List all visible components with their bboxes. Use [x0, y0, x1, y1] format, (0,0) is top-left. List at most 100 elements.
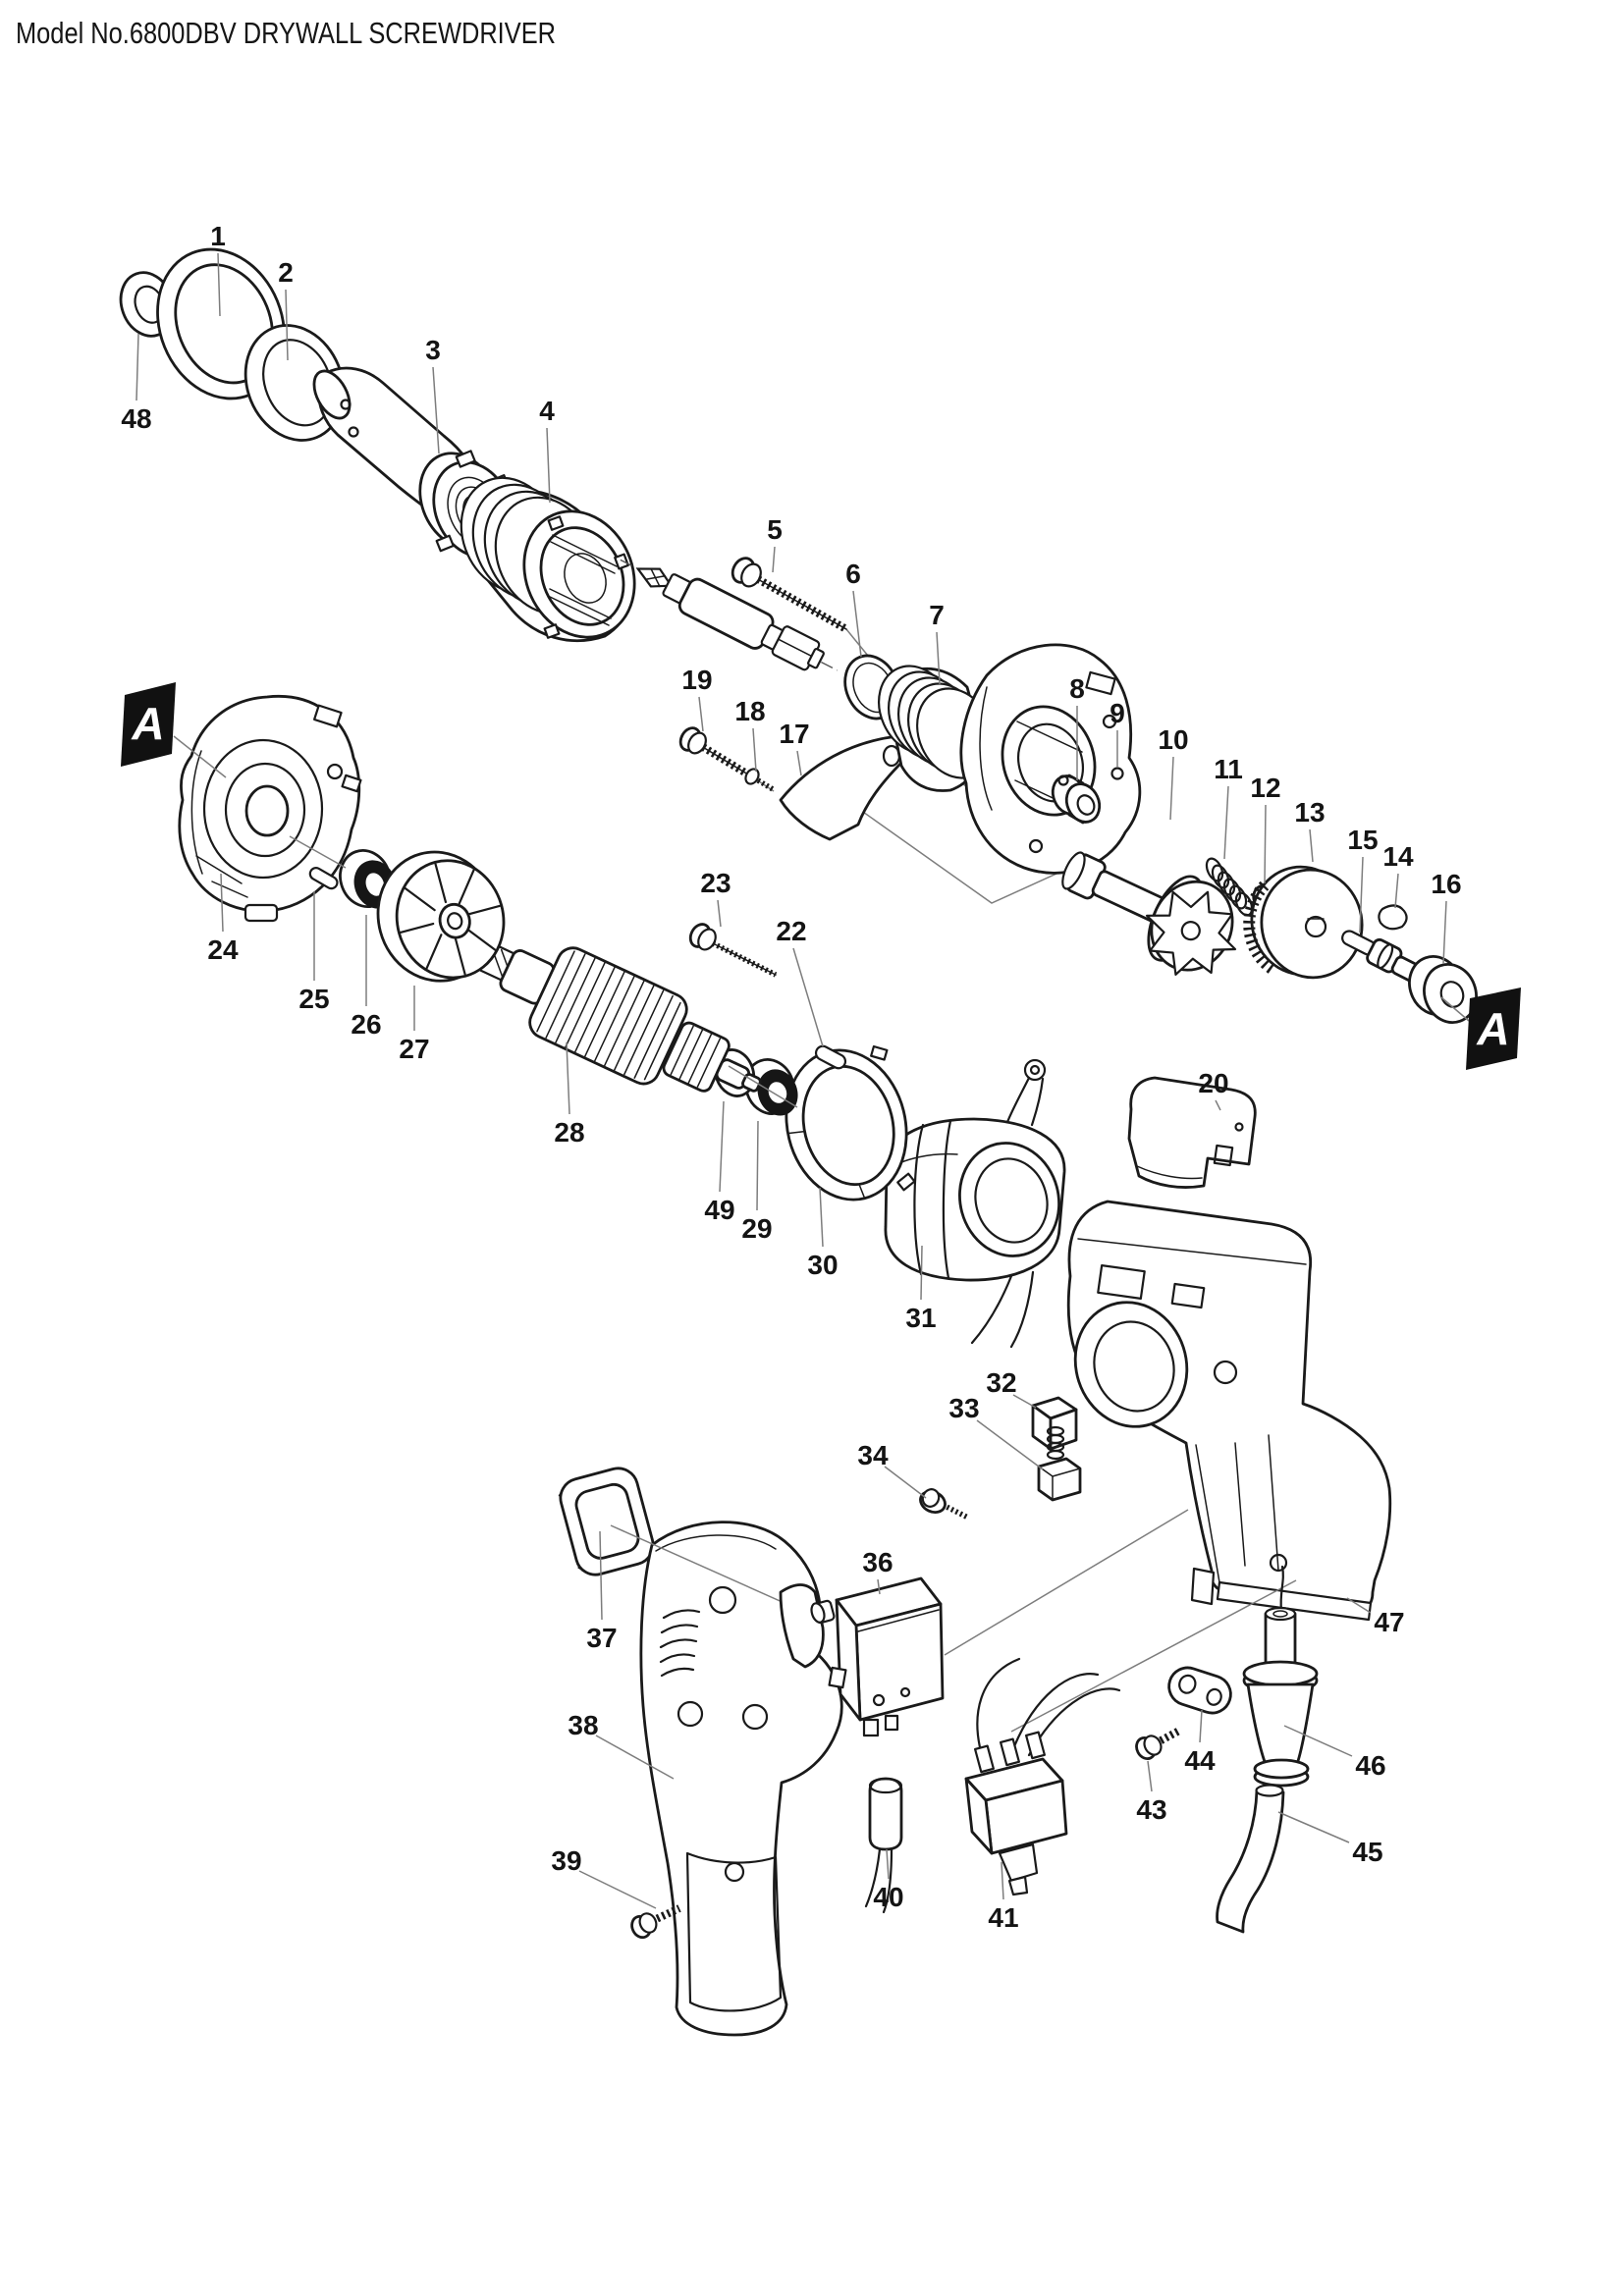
- part-label-22: 22: [776, 916, 806, 946]
- part-drawing-25-pin: [308, 867, 339, 890]
- part-drawing-24-bearing-box: [178, 694, 362, 923]
- part-label-37: 37: [586, 1623, 617, 1653]
- part-drawing-23-screw: [688, 923, 778, 978]
- part-label-31: 31: [905, 1303, 936, 1333]
- part-label-10: 10: [1158, 724, 1188, 755]
- leader-line-14: [1394, 873, 1399, 909]
- leader-line-39: [578, 1870, 657, 1909]
- part-drawing-15-shaft: [1341, 930, 1425, 985]
- leader-line-43: [1147, 1760, 1153, 1792]
- part-drawing-13-gear: [1243, 865, 1364, 980]
- leader-line-24: [220, 873, 224, 933]
- part-label-16: 16: [1431, 869, 1461, 899]
- part-label-20: 20: [1198, 1068, 1228, 1098]
- leader-line-11: [1223, 785, 1229, 860]
- leader-line-16: [1442, 900, 1447, 965]
- part-drawing-37-deflector: [558, 1467, 655, 1576]
- section-marker-letter: A: [131, 698, 164, 749]
- part-label-3: 3: [425, 335, 441, 365]
- part-drawing-44-cord-clamp: [1167, 1666, 1232, 1715]
- part-label-1: 1: [210, 221, 226, 251]
- leader-line-3: [432, 366, 440, 454]
- part-drawing-45-cord: [1216, 1784, 1285, 1934]
- part-drawing-19-screw: [678, 726, 751, 778]
- leader-line-36: [877, 1578, 881, 1595]
- part-drawing-30-baffle-ring: [785, 1044, 916, 1201]
- part-drawing-14-key: [1378, 904, 1408, 931]
- part-label-25: 25: [298, 984, 329, 1014]
- leader-line-17: [796, 750, 802, 776]
- part-drawing-33-carbon-brush: [1037, 1425, 1082, 1502]
- part-label-15: 15: [1347, 825, 1378, 855]
- part-label-39: 39: [551, 1845, 581, 1876]
- assembly-diagonals: [610, 1509, 1297, 1733]
- part-drawing-46-cord-guard: [1242, 1565, 1319, 1788]
- part-label-30: 30: [807, 1250, 838, 1280]
- leader-line-29: [756, 1120, 759, 1211]
- leader-line-22: [792, 947, 824, 1047]
- part-drawing-18-screw: [744, 768, 775, 792]
- leader-line-23: [717, 899, 722, 928]
- part-label-48: 48: [121, 403, 151, 434]
- part-label-19: 19: [681, 665, 712, 695]
- leader-line-13: [1309, 828, 1314, 863]
- leader-line-6: [852, 590, 862, 658]
- leader-line-2: [285, 289, 289, 361]
- part-label-23: 23: [700, 868, 731, 898]
- part-label-49: 49: [704, 1195, 734, 1225]
- leader-line-18: [752, 727, 757, 773]
- leader-line-5: [772, 546, 776, 573]
- part-drawing-8-bushing: [1051, 774, 1102, 825]
- part-label-43: 43: [1136, 1794, 1166, 1825]
- leader-line-32: [1012, 1394, 1037, 1409]
- part-drawing-11-spring: [1205, 857, 1254, 917]
- leader-line-30: [819, 1187, 824, 1248]
- part-drawing-32-brush-holder: [1031, 1396, 1078, 1451]
- part-label-46: 46: [1355, 1750, 1385, 1781]
- part-label-34: 34: [857, 1440, 889, 1470]
- part-label-36: 36: [862, 1547, 893, 1577]
- part-label-38: 38: [568, 1710, 598, 1740]
- part-drawing-16-bearing: [1408, 955, 1478, 1024]
- part-drawing-28-armature: [477, 942, 762, 1093]
- leader-line-4: [546, 427, 551, 504]
- section-marker-a-left: A: [121, 682, 227, 778]
- part-label-5: 5: [767, 514, 783, 545]
- label-leader-lines: [135, 252, 1447, 1909]
- leader-line-44: [1199, 1709, 1203, 1743]
- leader-line-20: [1215, 1099, 1221, 1111]
- part-drawing-43-screw: [1135, 1727, 1181, 1760]
- part-label-2: 2: [278, 257, 294, 288]
- part-label-17: 17: [779, 719, 809, 749]
- leader-line-37: [599, 1530, 603, 1621]
- part-drawing-20-cover: [1127, 1076, 1257, 1189]
- part-drawing-41-terminal-block: [964, 1657, 1121, 1896]
- part-drawing-10-spindle: [1061, 851, 1237, 976]
- part-label-33: 33: [948, 1393, 979, 1423]
- part-drawing-36-switch: [779, 1576, 945, 1737]
- part-drawing-22-pin: [814, 1044, 847, 1070]
- leader-line-7: [936, 631, 941, 685]
- part-label-12: 12: [1250, 773, 1280, 803]
- leader-line-31: [920, 1245, 923, 1301]
- leader-line-1: [217, 252, 221, 317]
- leader-line-34: [884, 1466, 927, 1499]
- leader-line-12: [1264, 804, 1267, 884]
- section-marker-a-right: A: [1440, 988, 1521, 1070]
- leader-line-40: [886, 1848, 890, 1880]
- part-label-14: 14: [1382, 841, 1414, 872]
- leader-line-41: [1001, 1861, 1004, 1900]
- leader-line-49: [719, 1100, 725, 1193]
- part-label-26: 26: [351, 1009, 381, 1040]
- part-label-6: 6: [845, 559, 861, 589]
- part-label-44: 44: [1184, 1745, 1216, 1776]
- part-drawing-31-field: [884, 1058, 1066, 1349]
- part-drawing-4-locator-sleeve: [460, 476, 636, 643]
- part-label-9: 9: [1110, 698, 1125, 728]
- part-label-47: 47: [1374, 1607, 1404, 1637]
- part-label-4: 4: [539, 396, 555, 426]
- leader-line-33: [976, 1419, 1044, 1470]
- leader-line-45: [1277, 1811, 1350, 1843]
- part-number-labels: 1234567891011121314151617181920222324252…: [121, 221, 1461, 1933]
